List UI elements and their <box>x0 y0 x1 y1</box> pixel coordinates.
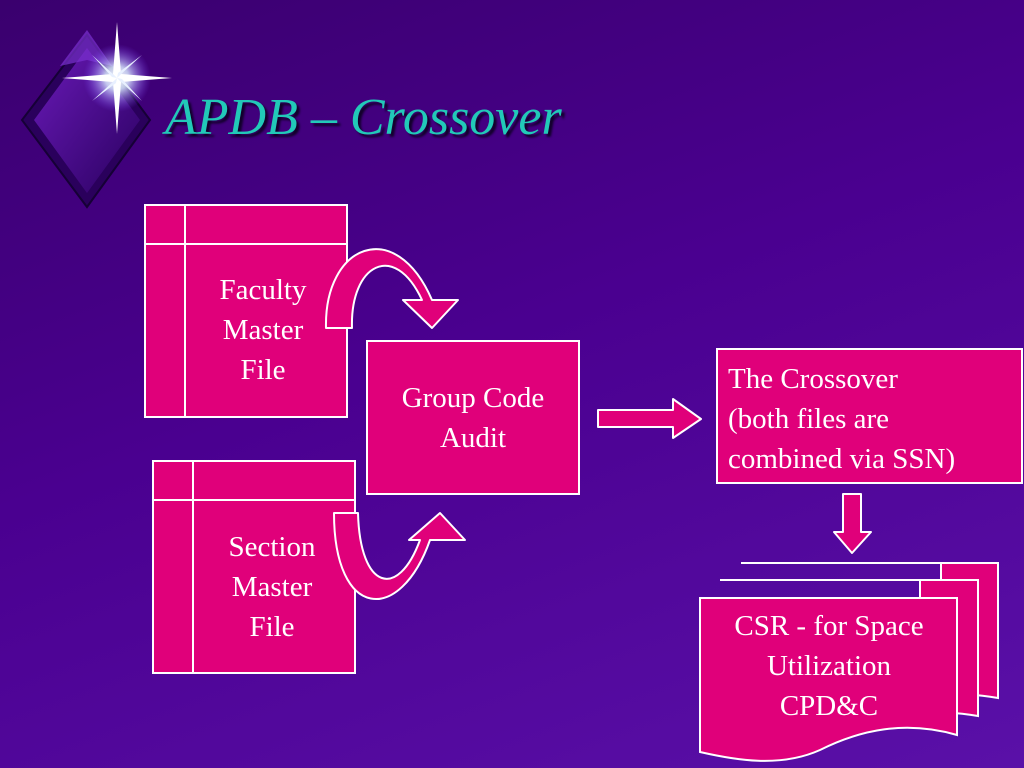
crossover-label-line-2: (both files are <box>728 403 890 435</box>
csr-multidocument-shape <box>699 562 999 762</box>
audit-label-line-1: Group Code <box>401 382 545 414</box>
section-label-line-3: File <box>249 611 295 643</box>
faculty-master-file-shape <box>144 204 348 418</box>
faculty-label-line-2: Master <box>222 314 304 346</box>
csr-label-line-1: CSR - for Space <box>734 610 924 642</box>
group-code-audit-label: Group Code Audit <box>367 378 579 458</box>
section-label-line-2: Master <box>231 571 313 603</box>
section-label-line-1: Section <box>228 531 316 563</box>
csr-label-line-2: Utilization <box>766 650 892 682</box>
section-master-file-label: Section Master File <box>196 527 348 647</box>
crossover-label: The Crossover (both files are combined v… <box>728 359 1020 479</box>
diamond-star-logo-icon <box>20 22 172 209</box>
crossover-shape <box>716 348 1023 484</box>
csr-label-line-3: CPD&C <box>779 690 879 722</box>
down-arrow-icon <box>833 493 872 554</box>
slide-title: APDB – Crossover <box>165 89 562 146</box>
right-arrow-icon <box>597 398 702 439</box>
csr-label: CSR - for Space Utilization CPD&C <box>702 606 956 726</box>
faculty-label-line-3: File <box>240 354 286 386</box>
crossover-label-line-3: combined via SSN) <box>728 443 956 475</box>
curved-arrow-faculty-icon <box>324 248 459 329</box>
curved-arrow-section-icon <box>333 512 466 600</box>
crossover-label-line-1: The Crossover <box>728 363 898 395</box>
group-code-audit-shape <box>366 340 580 495</box>
audit-label-line-2: Audit <box>439 422 507 454</box>
faculty-label-line-1: Faculty <box>219 274 307 306</box>
section-master-file-shape <box>152 460 356 674</box>
faculty-master-file-label: Faculty Master File <box>187 270 339 390</box>
